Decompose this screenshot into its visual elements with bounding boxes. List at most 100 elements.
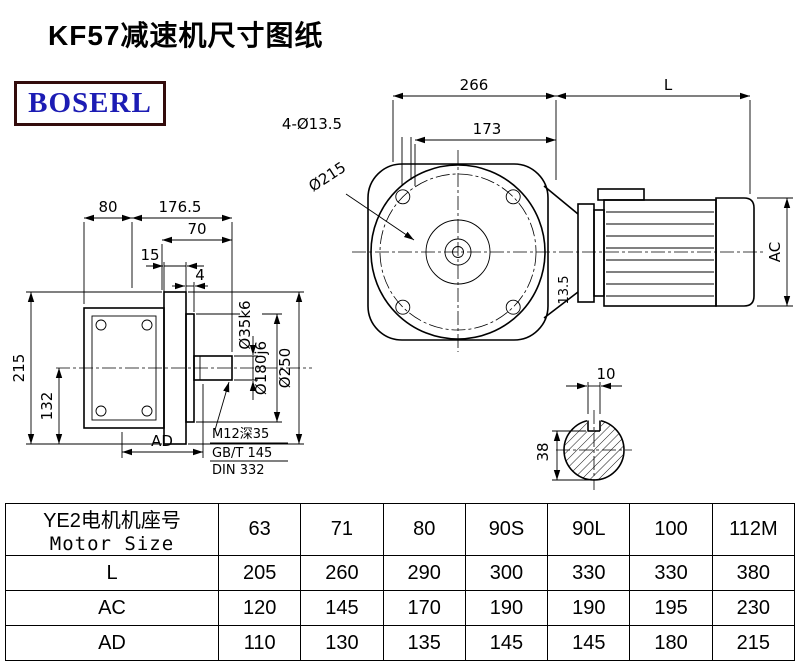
dim-spigot-dia: Ø180j6: [196, 313, 282, 423]
table-row-AC: AC 120 145 170 190 190 195 230: [5, 590, 796, 626]
table-cell: 380: [711, 555, 796, 591]
terminal-box: [597, 188, 645, 201]
dim-shaft-dia: Ø35k6: [234, 300, 258, 400]
table-cell: 180: [629, 625, 713, 661]
bolt-hole: [395, 299, 411, 315]
side-view: [56, 291, 312, 445]
table-cell: 135: [382, 625, 466, 661]
row-label-AD: AD: [5, 625, 219, 661]
table-cell: 260: [300, 555, 384, 591]
dim-266-text: 266: [460, 76, 489, 94]
motor-fins: [606, 211, 714, 297]
table-cell: 120: [217, 590, 302, 626]
logo-text: BOSERL: [28, 87, 152, 119]
table-cell: 90L: [547, 503, 631, 556]
dim-176-5-text: 176.5: [159, 198, 202, 216]
dim-AD-text: AD: [151, 432, 173, 450]
table-cell: 205: [217, 555, 302, 591]
cover-screw: [95, 405, 107, 417]
dim-80-text: 80: [98, 198, 117, 216]
note-gb-text: GB/T 145: [212, 446, 272, 461]
bolt-holes-text: 4-Ø13.5: [282, 115, 342, 133]
dim-4: 4: [172, 266, 208, 312]
motor: [577, 188, 755, 307]
fan-cowl: [715, 197, 755, 307]
dim-shaft-dia-text: Ø35k6: [236, 300, 254, 349]
dim-132-text: 132: [38, 392, 56, 421]
table-cell: 90S: [464, 503, 549, 556]
label-bolt-holes: 4-Ø13.5: [282, 115, 412, 186]
table-row-header: YE2电机机座号 Motor Size 63 71 80 90S 90L 100…: [5, 503, 796, 556]
dim-215-text: 215: [10, 354, 28, 383]
dim-15: 15: [140, 246, 204, 292]
table-row-L: L 205 260 290 300 330 330 380: [5, 555, 796, 591]
header-cn: YE2电机机座号: [43, 510, 181, 532]
row-label-AC: AC: [5, 590, 219, 626]
table-cell: 145: [464, 625, 549, 661]
shaft-section-view: 10 38: [534, 365, 632, 490]
table-cell: 290: [382, 555, 466, 591]
motor-body: [603, 199, 717, 307]
dim-flange-od: Ø250: [188, 291, 304, 445]
table-cell: 110: [217, 625, 302, 661]
dim-4-text: 4: [195, 266, 205, 284]
dim-key-width: 10: [566, 365, 622, 414]
motor-size-table: YE2电机机座号 Motor Size 63 71 80 90S 90L 100…: [5, 503, 796, 661]
cover-screw: [141, 405, 153, 417]
dim-15-text: 15: [140, 246, 159, 264]
row-label-L: L: [5, 555, 219, 591]
flange-plate: [367, 163, 549, 341]
dim-173-text: 173: [473, 120, 502, 138]
dim-spigot-dia-text: Ø180j6: [252, 341, 270, 395]
dim-176-5: 176.5: [132, 198, 233, 352]
bolt-circle: [379, 173, 537, 331]
boserl-logo: BOSERL: [14, 81, 166, 126]
dim-38-text: 38: [534, 442, 552, 461]
bolt-hole: [395, 189, 411, 205]
table-cell: 170: [382, 590, 466, 626]
dim-70-text: 70: [187, 220, 206, 238]
table-cell: 330: [629, 555, 713, 591]
technical-drawing: 266 L 173 4-Ø13.5 Ø215 AC 13.5: [10, 76, 793, 490]
note-din-text: DIN 332: [212, 463, 265, 478]
dim-motor-length: L: [556, 76, 751, 194]
dim-flange-od-text: Ø250: [276, 348, 294, 388]
table-cell: 71: [300, 503, 384, 556]
dim-AC-text: AC: [766, 242, 784, 262]
cover-screw: [95, 319, 107, 331]
table-cell: 100: [629, 503, 713, 556]
header-en: Motor Size: [49, 533, 175, 555]
dim-L-text: L: [664, 76, 673, 94]
table-cell: 330: [547, 555, 631, 591]
table-cell: 195: [629, 590, 713, 626]
table-cell: 190: [547, 590, 631, 626]
table-row-AD: AD 110 130 135 145 145 180 215: [5, 625, 796, 661]
shaft-end-notes: M12深35 GB/T 145 DIN 332: [210, 381, 288, 478]
bolt-hole: [505, 189, 521, 205]
table-cell: 300: [464, 555, 549, 591]
table-cell: 63: [217, 503, 302, 556]
dim-132: 132: [38, 368, 63, 444]
table-cell: 145: [547, 625, 631, 661]
output-shaft: [193, 355, 233, 381]
table-cell: 190: [464, 590, 549, 626]
table-cell: 215: [711, 625, 796, 661]
flange-dia-text: Ø215: [305, 158, 349, 195]
dim-13-5-text: 13.5: [557, 276, 572, 305]
dim-AC: AC: [757, 197, 793, 307]
table-cell: 80: [382, 503, 466, 556]
bolt-hole: [505, 299, 521, 315]
dim-215: 215: [10, 291, 162, 445]
dim-173: 173: [414, 120, 556, 186]
dim-10-text: 10: [596, 365, 615, 383]
flange-face-circle: [370, 164, 546, 340]
front-view: [352, 150, 766, 352]
page-title: KF57减速机尺寸图纸: [48, 20, 324, 51]
dim-key-depth: 38: [534, 430, 592, 481]
table-cell: 112M: [711, 503, 796, 556]
table-cell: 230: [711, 590, 796, 626]
label-flange-dia: Ø215: [305, 158, 415, 241]
table-header-motor-size: YE2电机机座号 Motor Size: [5, 503, 219, 556]
dim-80: 80: [83, 198, 133, 304]
note-tap-text: M12深35: [212, 427, 269, 442]
